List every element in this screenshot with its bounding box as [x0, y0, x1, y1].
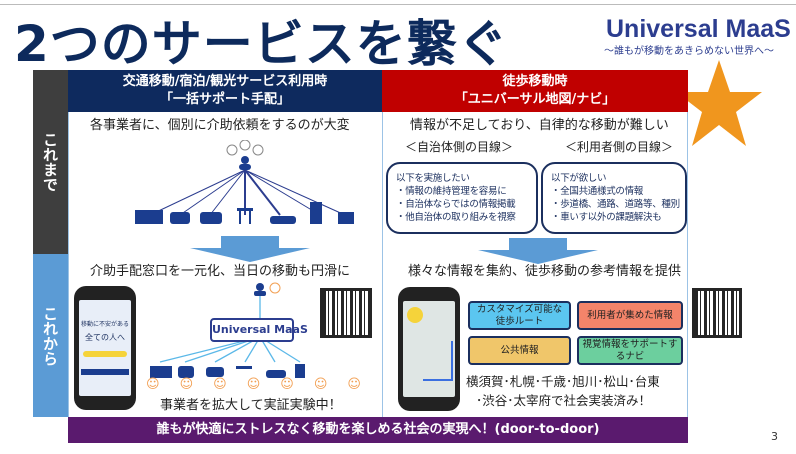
cities-line-1: 横須賀･札幌･千歳･旭川･松山･台東 — [466, 374, 660, 389]
bottom-banner: 誰もが快適にストレスなく移動を楽しめる社会の実現へ！(door-to-door) — [68, 417, 688, 443]
cities-line-2: ･渋谷･太宰府で社会実装済み！ — [476, 393, 652, 408]
smiley-row: ☺ ☺ ☺ ☺ ☺ ☺ ☺ — [146, 378, 361, 392]
right-problem-text: 情報が不足しており、自律的な移動が難しい — [410, 118, 669, 133]
logo-tagline: ～誰もが移動をあきらめない世界へ～ — [604, 46, 774, 57]
phone-mockup-right — [398, 287, 460, 411]
section-label-after: これから — [33, 254, 68, 417]
down-arrow-right — [478, 238, 598, 264]
left-solution-text: 介助手配窓口を一元化、当日の移動も円滑に — [90, 264, 351, 279]
down-arrow-left — [190, 236, 310, 262]
smile-icon: ☺ — [280, 377, 294, 392]
universal-maas-hub: Universal MaaS — [210, 318, 308, 342]
user-goal-title: ＜利用者側の目線＞ — [565, 140, 674, 154]
tile-custom-route: カスタマイズ可能な徒歩ルート — [468, 301, 571, 330]
left-problem-text: 各事業者に、個別に介助依頼をするのが大変 — [90, 118, 350, 133]
right-header: 徒歩移動時「ユニバーサル地図/ナビ」 — [382, 70, 688, 112]
column-divider — [382, 112, 383, 417]
smile-icon: ☺ — [146, 377, 160, 392]
page-number: 3 — [771, 430, 778, 443]
smile-icon: ☺ — [246, 377, 261, 392]
phone-mockup-left: 移動に不安がある 全ての人へ — [74, 286, 136, 410]
top-divider — [0, 4, 796, 5]
star-icon — [676, 60, 762, 146]
user-goal-box: 以下が欲しい・全国共通様式の情報・歩道橋、通路、道路等、種別・車いす以外の課題解… — [541, 162, 687, 234]
page-title: 2つのサービスを繋ぐ — [14, 15, 509, 73]
left-header: 交通移動/宿泊/観光サービス利用時「一括サポート手配」 — [68, 70, 382, 112]
before-network-diagram — [135, 140, 354, 224]
right-solution-text: 様々な情報を集約、徒歩移動の参考情報を提供 — [408, 264, 682, 279]
maas-network-diagram — [150, 282, 305, 378]
tile-visual-navi: 視覚情報をサポートするナビ — [577, 336, 683, 365]
smile-icon: ☺ — [313, 377, 328, 392]
smile-icon: ☺ — [347, 377, 361, 392]
tile-public-info: 公共情報 — [468, 336, 571, 365]
left-expansion-text: 事業者を拡大して実証実験中！ — [160, 398, 342, 413]
qr-code-right[interactable] — [692, 288, 742, 338]
tile-user-info: 利用者が集めた情報 — [577, 301, 683, 330]
qr-code-left[interactable] — [320, 288, 372, 338]
phone-text: 移動に不安がある — [80, 321, 129, 328]
phone-text: 全ての人へ — [85, 333, 125, 342]
logo: Universal MaaS — [606, 15, 791, 43]
section-label-before: これまで — [33, 70, 68, 254]
municipal-goal-title: ＜自治体側の目線＞ — [405, 140, 514, 154]
smile-icon: ☺ — [213, 377, 227, 392]
content-area — [68, 112, 688, 417]
smile-icon: ☺ — [179, 377, 194, 392]
municipal-goal-box: 以下を実施したい・情報の維持管理を容易に・自治体ならではの情報掲載・他自治体の取… — [386, 162, 538, 234]
